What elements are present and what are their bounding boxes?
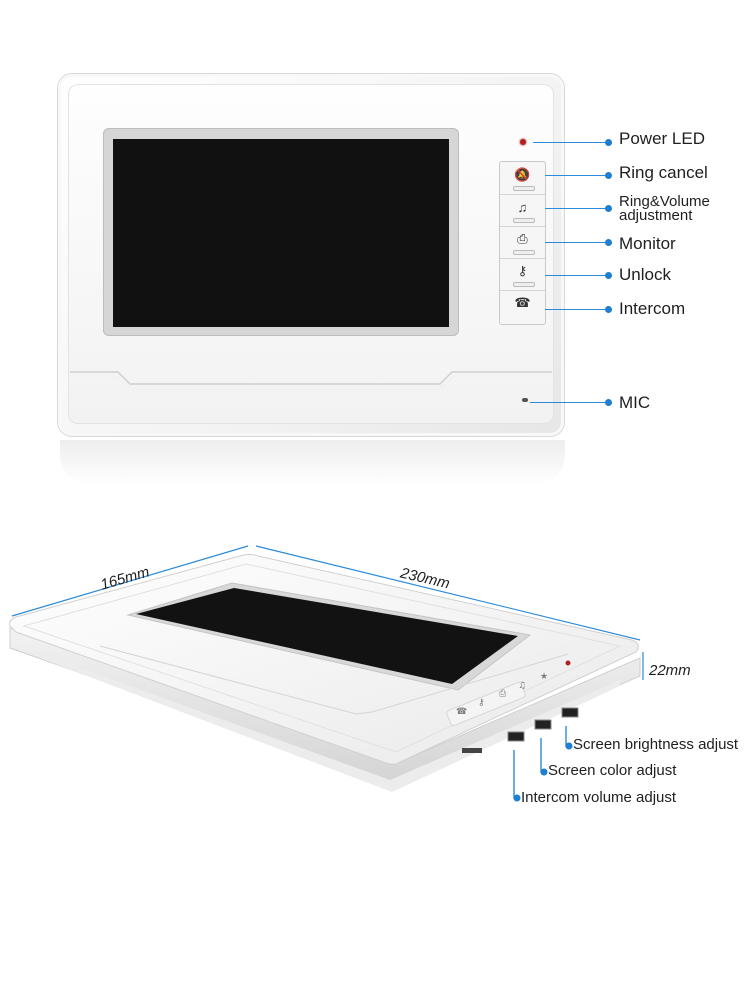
bell-mute-icon: 🔕 bbox=[514, 167, 531, 182]
callout-line bbox=[545, 309, 608, 310]
label-power-led: Power LED bbox=[619, 129, 705, 148]
port-callout-dots bbox=[513, 742, 573, 802]
callout-dot bbox=[605, 205, 612, 212]
key-icon: ⚷ bbox=[478, 698, 485, 708]
callout-dot bbox=[605, 306, 612, 313]
ring-cancel-button[interactable]: 🔕 bbox=[500, 162, 545, 195]
label-mic: MIC bbox=[619, 393, 651, 412]
dimension-thickness: 22mm bbox=[649, 662, 691, 679]
callout-dot bbox=[605, 139, 612, 146]
callout-line bbox=[545, 275, 608, 276]
label-ring-volume: Ring&Volume adjustment bbox=[619, 193, 710, 224]
callout-line bbox=[530, 402, 608, 403]
callout-line bbox=[545, 242, 608, 243]
ports bbox=[462, 707, 579, 753]
label-color-adjust: Screen color adjust bbox=[548, 762, 677, 779]
callout-line bbox=[545, 208, 608, 209]
callout-dot bbox=[605, 239, 612, 246]
power-led bbox=[565, 660, 571, 666]
callout-dot bbox=[605, 399, 612, 406]
bottom-panel bbox=[70, 371, 552, 389]
monitor-shadow bbox=[60, 440, 565, 485]
perspective-drawing: ☎ ⚷ ⎙ ♫ ★ bbox=[9, 545, 644, 802]
callout-dot bbox=[605, 272, 612, 279]
panel-buttons: ☎ ⚷ ⎙ ♫ ★ bbox=[446, 660, 571, 726]
monitor-screen bbox=[136, 588, 518, 684]
phone-icon: ☎ bbox=[514, 295, 531, 310]
callout-dot bbox=[605, 172, 612, 179]
music-note-icon: ♫ bbox=[517, 199, 528, 215]
label-ring-volume-line2: adjustment bbox=[619, 207, 693, 224]
panel-seam bbox=[99, 645, 569, 715]
monitor-icon: ⎙ bbox=[517, 231, 528, 246]
phone-icon: ☎ bbox=[456, 707, 467, 717]
label-ring-cancel: Ring cancel bbox=[619, 163, 708, 182]
label-intercom-volume: Intercom volume adjust bbox=[521, 789, 677, 806]
label-brightness-adjust: Screen brightness adjust bbox=[573, 736, 739, 753]
label-monitor: Monitor bbox=[619, 234, 676, 253]
callout-line bbox=[533, 142, 608, 143]
monitor-screen bbox=[113, 139, 449, 327]
perspective-view: ☎ ⚷ ⎙ ♫ ★ 1 bbox=[0, 500, 750, 1000]
button-strip: 🔕 ♫ ⎙ ⚷ ☎ bbox=[499, 161, 546, 325]
dimension-lines bbox=[11, 545, 644, 680]
bezel-line bbox=[22, 563, 622, 753]
mic-hole bbox=[522, 398, 528, 402]
music-note-icon: ♫ bbox=[518, 681, 526, 691]
ring-volume-button[interactable]: ♫ bbox=[500, 194, 545, 227]
front-view: 🔕 ♫ ⎙ ⚷ ☎ Power LED Ring cancel Ring&Vol… bbox=[58, 74, 710, 485]
callout-line bbox=[545, 175, 608, 176]
intercom-button[interactable]: ☎ bbox=[500, 290, 545, 322]
label-ring-volume-line1: Ring&Volume bbox=[619, 193, 710, 210]
label-intercom: Intercom bbox=[619, 299, 686, 318]
unlock-button[interactable]: ⚷ bbox=[500, 258, 545, 291]
bell-mute-icon: ★ bbox=[540, 672, 548, 682]
monitor-base-shadow bbox=[30, 650, 620, 792]
monitor-button[interactable]: ⎙ bbox=[500, 226, 545, 259]
label-unlock: Unlock bbox=[619, 265, 671, 284]
key-icon: ⚷ bbox=[517, 263, 528, 278]
power-led bbox=[520, 139, 526, 145]
monitor-icon: ⎙ bbox=[499, 689, 507, 699]
